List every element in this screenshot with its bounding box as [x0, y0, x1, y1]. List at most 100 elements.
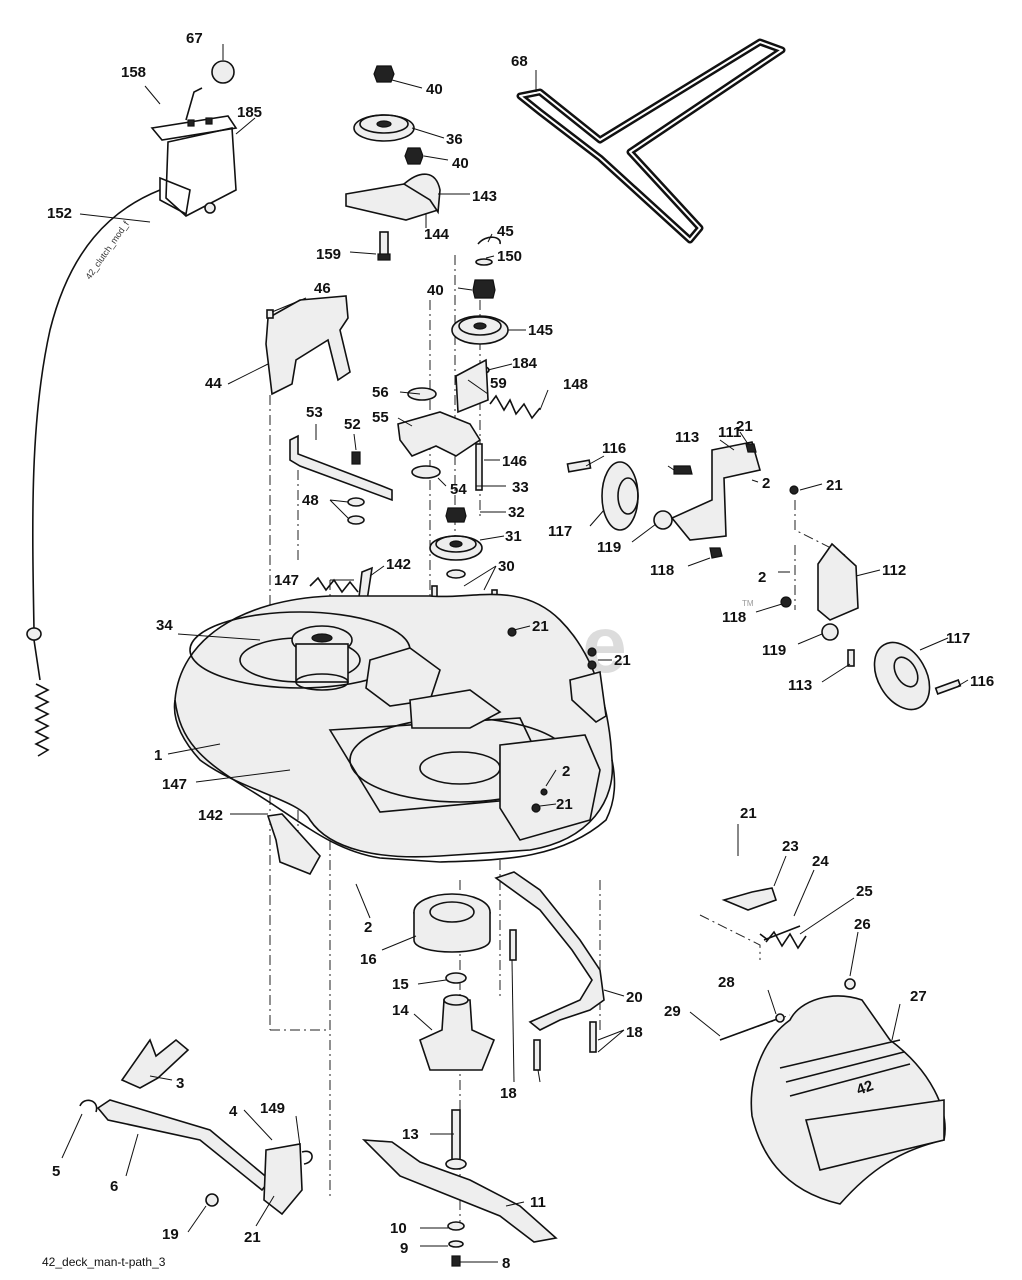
callout-32: 32	[508, 504, 525, 521]
gauge-wheel-right	[780, 485, 962, 711]
callout-6: 6	[110, 1178, 118, 1195]
upper-idler-assembly	[345, 65, 441, 261]
callout-18: 18	[500, 1085, 517, 1102]
callout-46: 46	[314, 280, 331, 297]
callout-11: 11	[530, 1194, 546, 1211]
callout-54: 54	[450, 481, 467, 498]
callout-21: 21	[244, 1229, 261, 1246]
callout-147: 147	[274, 572, 299, 589]
callout-116: 116	[970, 673, 994, 690]
callout-4: 4	[229, 1103, 238, 1120]
callout-21: 21	[614, 652, 631, 669]
mower-deck	[173, 593, 616, 863]
diagram-caption: 42_deck_man-t-path_3	[42, 1255, 166, 1269]
callout-15: 15	[392, 976, 409, 993]
callout-16: 16	[360, 951, 377, 968]
callout-68: 68	[511, 53, 528, 70]
clutch-handle-assembly	[150, 60, 238, 217]
callout-40: 40	[426, 81, 443, 98]
callout-21: 21	[740, 805, 757, 822]
callout-10: 10	[390, 1220, 407, 1237]
spindle-assembly	[413, 893, 496, 1170]
svg-text:42: 42	[854, 1077, 875, 1099]
callout-119: 119	[597, 539, 621, 556]
callout-21: 21	[736, 418, 753, 435]
callout-5: 5	[52, 1163, 60, 1180]
callout-45: 45	[497, 223, 514, 240]
callout-149: 149	[260, 1100, 285, 1117]
leader-lines	[61, 44, 969, 1263]
callout-113: 113	[675, 429, 699, 446]
callout-1: 1	[154, 747, 162, 764]
svg-text:42_clutch_mod_f: 42_clutch_mod_f	[83, 219, 131, 281]
callout-56: 56	[372, 384, 389, 401]
callout-21: 21	[556, 796, 573, 813]
callout-25: 25	[856, 883, 873, 900]
callout-8: 8	[502, 1255, 510, 1272]
callout-150: 150	[497, 248, 522, 265]
callout-24: 24	[812, 853, 829, 870]
callout-44: 44	[205, 375, 222, 392]
front-linkage	[79, 1038, 313, 1216]
callout-148: 148	[563, 376, 588, 393]
callout-142: 142	[198, 807, 223, 824]
callout-20: 20	[626, 989, 643, 1006]
idler-pulley-stack	[451, 236, 541, 420]
callout-23: 23	[782, 838, 799, 855]
callout-118: 118	[722, 609, 746, 626]
callout-142: 142	[386, 556, 411, 573]
callout-28: 28	[718, 974, 735, 991]
callout-184: 184	[512, 355, 538, 372]
callout-111: 111	[718, 424, 741, 441]
callout-146: 146	[502, 453, 527, 470]
callout-31: 31	[505, 528, 522, 545]
callout-21: 21	[826, 477, 843, 494]
callout-67: 67	[186, 30, 203, 47]
callout-40: 40	[427, 282, 444, 299]
callout-21: 21	[532, 618, 549, 635]
knob-67	[211, 60, 235, 84]
callout-59: 59	[490, 375, 507, 392]
callout-2: 2	[562, 763, 570, 780]
callout-116: 116	[602, 440, 626, 457]
belt-guard	[265, 295, 351, 396]
callout-117: 117	[548, 523, 572, 540]
callout-18: 18	[626, 1024, 643, 1041]
callout-36: 36	[446, 131, 463, 148]
deck-bracket-arm	[494, 871, 605, 1071]
callout-2: 2	[762, 475, 770, 492]
callout-117: 117	[946, 630, 970, 647]
callout-53: 53	[306, 404, 323, 421]
callout-labels: 67 158 185 152 40 36 40 143 144 159 45 1…	[47, 30, 994, 1272]
callout-40: 40	[452, 155, 469, 172]
callout-29: 29	[664, 1003, 681, 1020]
callout-2: 2	[758, 569, 766, 586]
callout-19: 19	[162, 1226, 179, 1243]
callout-27: 27	[910, 988, 927, 1005]
callout-185: 185	[237, 104, 262, 121]
callout-152: 152	[47, 205, 72, 222]
idler-arm	[397, 387, 483, 491]
callout-48: 48	[302, 492, 319, 509]
clutch-cable: 42_clutch_mod_f	[26, 189, 161, 757]
callout-147: 147	[162, 776, 187, 793]
callout-118: 118	[650, 562, 674, 579]
callout-3: 3	[176, 1075, 184, 1092]
callout-13: 13	[402, 1126, 419, 1143]
callout-33: 33	[512, 479, 529, 496]
callout-145: 145	[528, 322, 553, 339]
callout-9: 9	[400, 1240, 408, 1257]
mower-blade	[361, 1139, 558, 1267]
callout-2: 2	[364, 919, 372, 936]
callout-159: 159	[316, 246, 341, 263]
callout-158: 158	[121, 64, 146, 81]
callout-112: 112	[882, 562, 906, 579]
callout-30: 30	[498, 558, 515, 575]
callout-55: 55	[372, 409, 389, 426]
callout-119: 119	[762, 642, 786, 659]
callout-14: 14	[392, 1002, 409, 1019]
callout-143: 143	[472, 188, 497, 205]
callout-52: 52	[344, 416, 361, 433]
callout-113: 113	[788, 677, 812, 694]
